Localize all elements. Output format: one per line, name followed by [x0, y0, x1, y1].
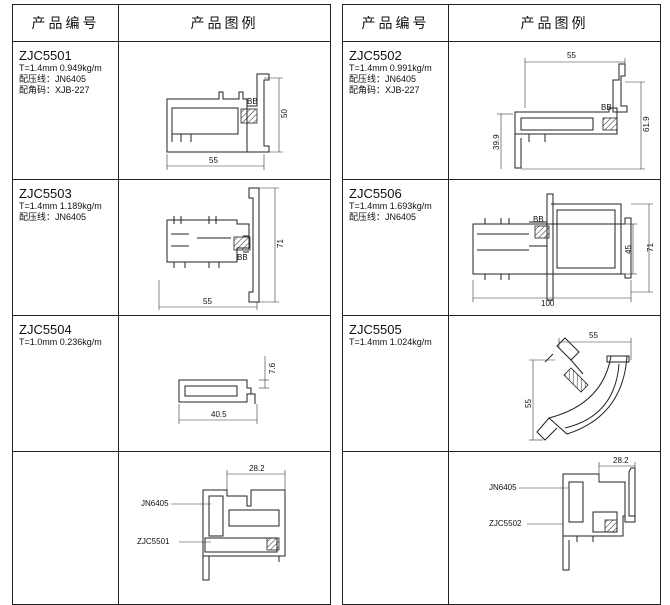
- product-spec: T=1.4mm 0.949kg/m: [19, 63, 102, 73]
- header-product-figure: 产品图例: [118, 4, 331, 42]
- header-product-code: 产品编号: [342, 4, 449, 42]
- product-note: 配压线：JN6405: [349, 74, 417, 84]
- part-label: JN6405: [489, 483, 517, 492]
- product-info-zjc5506: ZJC5506 T=1.4mm 1.693kg/m 配压线：JN6405: [342, 179, 449, 316]
- dim-width: 40.5: [211, 410, 227, 419]
- product-code: ZJC5502: [349, 48, 402, 63]
- profile-drawing-zjc5503: BB 71 55: [158, 187, 285, 310]
- product-code: ZJC5503: [19, 186, 72, 201]
- product-info-zjc5503: ZJC5503 T=1.4mm 1.189kg/m 配压线：JN6405: [12, 179, 119, 316]
- dim-width: 55: [209, 156, 218, 165]
- product-figure-zjc5506: BB 45 71 100: [448, 179, 661, 316]
- product-info-zjc5505: ZJC5505 T=1.4mm 1.024kg/m: [342, 315, 449, 452]
- product-figure-zjc5503: BB 71 55: [118, 179, 331, 316]
- product-figure-combo-right: 28.2 JN6405 ZJC5502: [448, 451, 661, 605]
- dim-height: 61.9: [642, 116, 651, 132]
- profile-drawing-zjc5502: BB 55 61.9 39.9: [492, 51, 651, 170]
- dim-offset: 28.2: [613, 456, 629, 465]
- product-figure-combo-left: 28.2 JN6405 ZJC5501: [118, 451, 331, 605]
- dim-height: 71: [276, 239, 285, 248]
- product-figure-zjc5504: 7.6 40.5: [118, 315, 331, 452]
- profile-drawing-zjc5506: BB 45 71 100: [472, 193, 655, 308]
- product-info-zjc5504: ZJC5504 T=1.0mm 0.236kg/m: [12, 315, 119, 452]
- dim-width: 55: [589, 331, 598, 340]
- profile-drawing-zjc5504: 7.6 40.5: [178, 356, 277, 424]
- product-note: 配角码：XJB-227: [349, 85, 420, 95]
- dim-width: 55: [203, 297, 212, 306]
- dim-height: 71: [646, 243, 655, 252]
- dim-width: 100: [541, 299, 555, 308]
- dim-inner-height: 45: [624, 245, 633, 254]
- assembly-drawing-right: 28.2 JN6405 ZJC5502: [489, 456, 636, 571]
- part-label: JN6405: [141, 499, 169, 508]
- assembly-drawing-left: 28.2 JN6405 ZJC5501: [137, 464, 286, 581]
- product-code: ZJC5506: [349, 186, 402, 201]
- left-catalog-table: 产品编号 产品图例 ZJC5501 T=1.4mm 0.949kg/m 配压线：…: [12, 4, 331, 605]
- product-info-zjc5501: ZJC5501 T=1.4mm 0.949kg/m 配压线：JN6405 配角码…: [12, 41, 119, 180]
- seal-tag: BB: [601, 103, 612, 112]
- product-info-empty: [12, 451, 119, 605]
- product-figure-zjc5502: BB 55 61.9 39.9: [448, 41, 661, 180]
- product-info-empty: [342, 451, 449, 605]
- product-spec: T=1.4mm 1.693kg/m: [349, 201, 432, 211]
- seal-tag: BB: [247, 97, 258, 106]
- product-code: ZJC5504: [19, 322, 72, 337]
- product-figure-zjc5505: 55 55: [448, 315, 661, 452]
- product-spec: T=1.0mm 0.236kg/m: [19, 337, 102, 347]
- seal-tag: BB: [533, 215, 544, 224]
- product-note: 配压线：JN6405: [349, 212, 417, 222]
- profile-drawing-zjc5505: 55 55: [524, 331, 632, 441]
- dim-left-height: 39.9: [492, 134, 501, 150]
- product-note: 配角码：XJB-227: [19, 85, 90, 95]
- part-label: ZJC5501: [137, 537, 170, 546]
- dim-offset: 28.2: [249, 464, 265, 473]
- product-note: 配压线：JN6405: [19, 74, 87, 84]
- product-spec: T=1.4mm 1.024kg/m: [349, 337, 432, 347]
- profile-drawing-zjc5501: BB 50 55: [166, 73, 289, 170]
- product-figure-zjc5501: BB 50 55: [118, 41, 331, 180]
- product-info-zjc5502: ZJC5502 T=1.4mm 0.991kg/m 配压线：JN6405 配角码…: [342, 41, 449, 180]
- part-label: ZJC5502: [489, 519, 522, 528]
- seal-tag: BB: [237, 253, 248, 262]
- product-note: 配压线：JN6405: [19, 212, 87, 222]
- dim-width: 55: [567, 51, 576, 60]
- product-code: ZJC5501: [19, 48, 72, 63]
- header-product-code: 产品编号: [12, 4, 119, 42]
- dim-height: 50: [280, 109, 289, 118]
- product-spec: T=1.4mm 1.189kg/m: [19, 201, 102, 211]
- product-code: ZJC5505: [349, 322, 402, 337]
- dim-height: 7.6: [268, 362, 277, 374]
- header-product-figure: 产品图例: [448, 4, 661, 42]
- product-spec: T=1.4mm 0.991kg/m: [349, 63, 432, 73]
- dim-height: 55: [524, 399, 533, 408]
- right-catalog-table: 产品编号 产品图例 ZJC5502 T=1.4mm 0.991kg/m 配压线：…: [342, 4, 661, 605]
